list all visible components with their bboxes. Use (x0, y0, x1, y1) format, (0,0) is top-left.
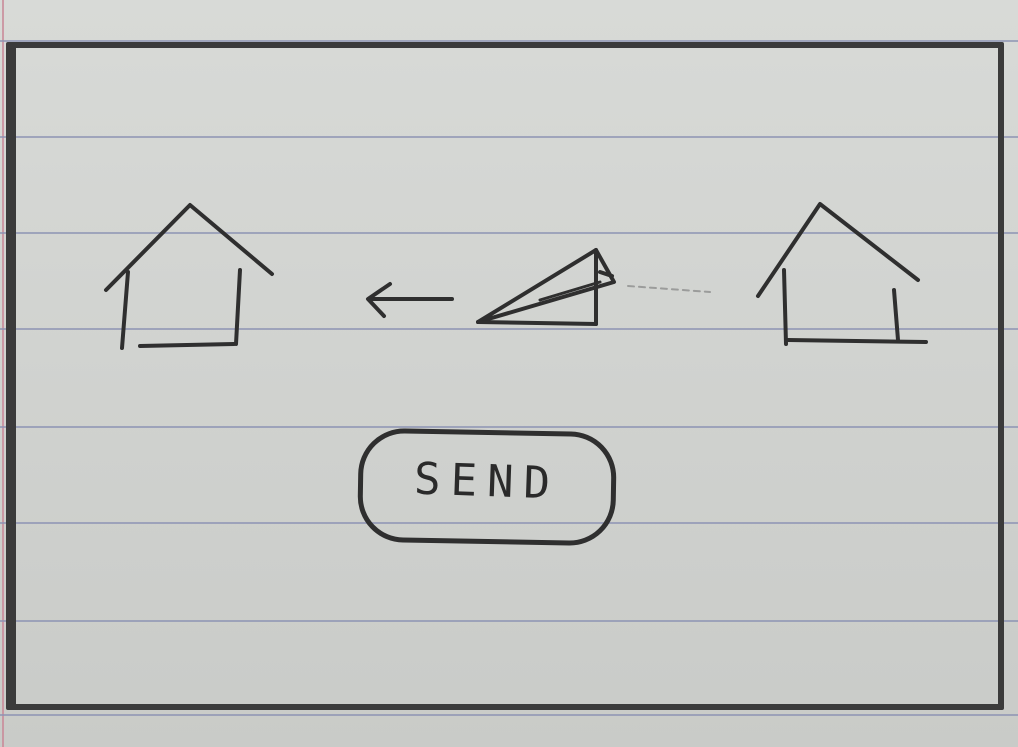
send-button-label: SEND (413, 452, 561, 510)
rule-line (0, 328, 1018, 330)
rule-line (0, 40, 1018, 42)
rule-line (0, 522, 1018, 524)
screen-frame (6, 42, 1004, 710)
rule-line (0, 714, 1018, 716)
rule-line (0, 136, 1018, 138)
send-button[interactable]: SEND (357, 427, 617, 547)
rule-line (0, 426, 1018, 428)
rule-line (0, 232, 1018, 234)
rule-line (0, 620, 1018, 622)
arrow-left-icon (366, 282, 454, 318)
motion-trail (627, 285, 711, 293)
margin-line (2, 0, 4, 747)
paper-plane-icon (476, 248, 616, 326)
home-icon[interactable] (756, 202, 928, 346)
home-icon[interactable] (104, 203, 274, 350)
